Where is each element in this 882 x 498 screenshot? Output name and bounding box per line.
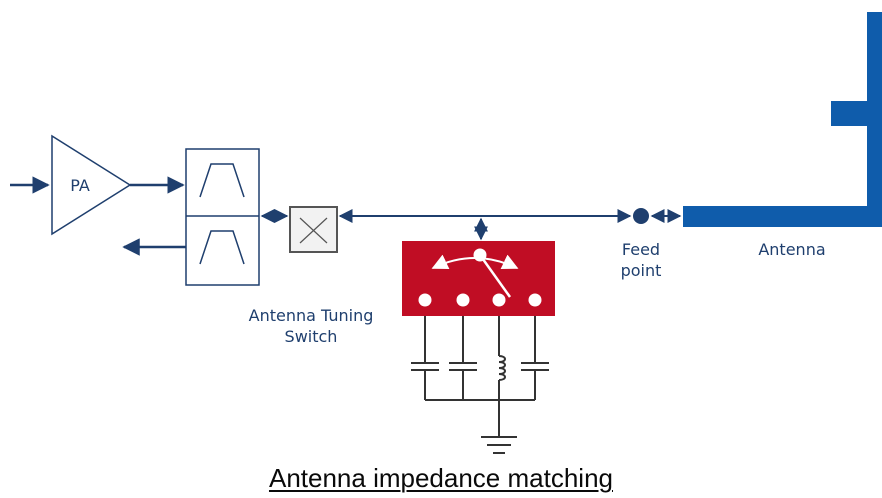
ground-icon: [481, 436, 517, 454]
antenna-stub: [831, 101, 882, 126]
pa-label: PA: [70, 176, 90, 195]
feed-point-label: Feed point: [620, 240, 662, 280]
antenna-label: Antenna: [758, 240, 826, 259]
switch-terminal-2: [456, 293, 470, 307]
antenna-horizontal-arm: [683, 206, 882, 227]
tuning-components: [411, 316, 549, 437]
tuning-switch-label: Antenna Tuning Switch: [248, 306, 374, 346]
switch-rotation-arrow: [431, 254, 519, 270]
pa-amplifier: [51, 134, 132, 236]
diagram-title: Antenna impedance matching: [268, 463, 613, 493]
rx-bandpass-icon: [199, 230, 245, 265]
switch-terminal-1: [418, 293, 432, 307]
feed-point-dot: [633, 208, 649, 224]
duplexer-filter-box: [185, 148, 260, 286]
crossbar-diagonal-2: [299, 217, 328, 244]
switch-terminal-3: [492, 293, 506, 307]
crossbar-switch: [289, 206, 338, 253]
switch-terminal-4: [528, 293, 542, 307]
tx-bandpass-icon: [199, 163, 245, 198]
